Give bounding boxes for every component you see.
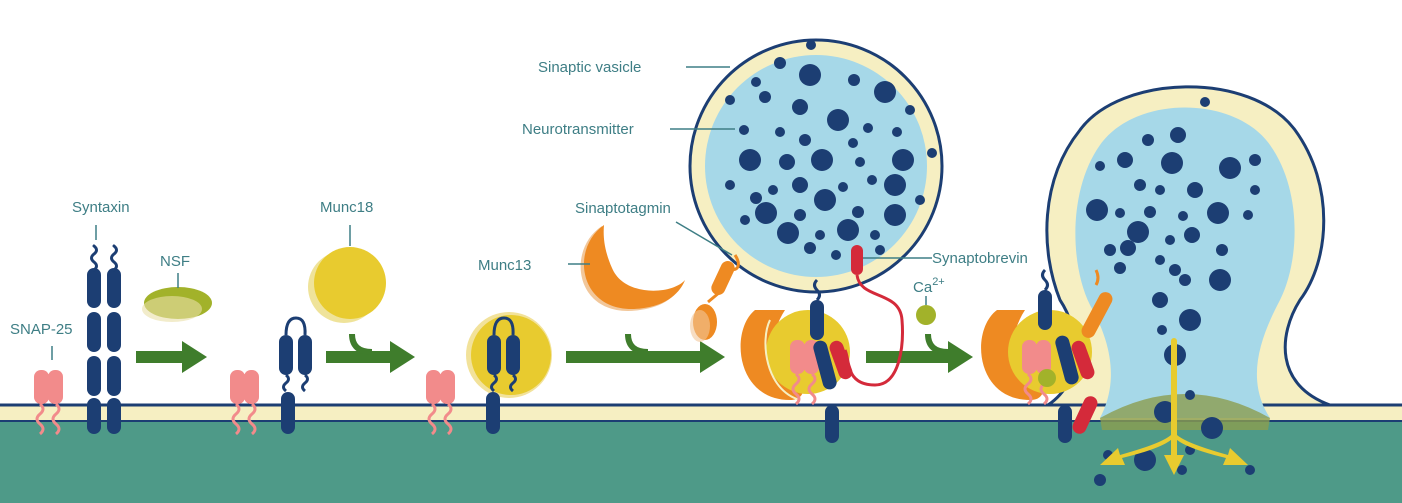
stage-2-closed-syntaxin: [230, 225, 386, 434]
label-snap-25: SNAP-25: [10, 321, 73, 338]
calcium-ion: [916, 296, 936, 325]
label-syntaxin: Syntaxin: [72, 199, 130, 216]
munc13-protein: [568, 225, 685, 311]
label-munc13: Munc13: [478, 257, 531, 274]
label-munc18: Munc18: [320, 199, 373, 216]
label-calcium: Ca2+: [913, 276, 945, 296]
label-sinaptic-vesicle: Sinaptic vasicle: [538, 59, 641, 76]
label-nsf: NSF: [160, 253, 190, 270]
label-neurotransmitter: Neurotransmitter: [522, 121, 634, 138]
label-synaptobrevin: Synaptobrevin: [932, 250, 1028, 267]
label-sinaptotagmin: Sinaptotagmin: [575, 200, 671, 217]
synaptic-vesicle: [690, 40, 942, 292]
